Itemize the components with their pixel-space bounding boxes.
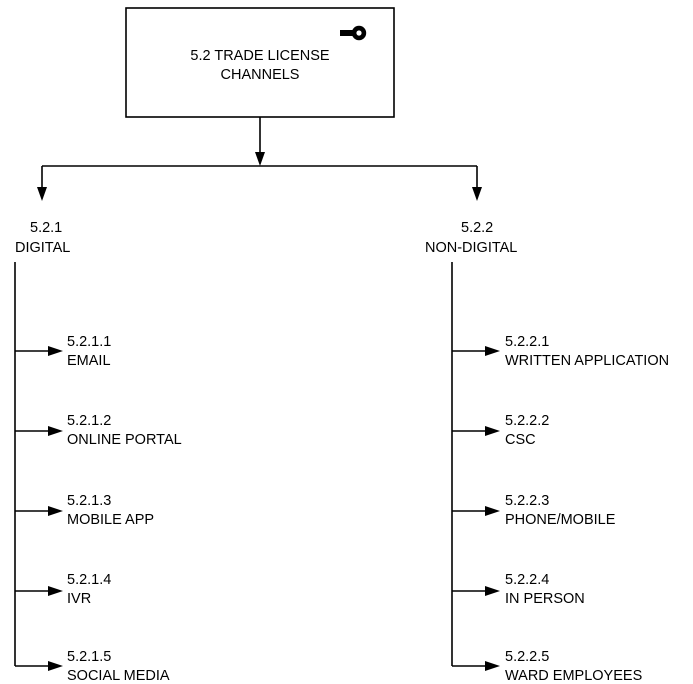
leaf-label: SOCIAL MEDIA <box>67 668 170 684</box>
leaf-non-digital-2: 5.2.2.2 CSC <box>452 413 549 448</box>
leaf-label: EMAIL <box>67 353 111 369</box>
leaf-non-digital-3: 5.2.2.3 PHONE/MOBILE <box>452 493 616 528</box>
leaf-arrowhead <box>48 506 63 516</box>
leaf-code: 5.2.1.3 <box>67 493 111 509</box>
leaf-label: MOBILE APP <box>67 512 154 528</box>
leaf-code: 5.2.1.2 <box>67 413 111 429</box>
leaf-arrowhead <box>48 426 63 436</box>
leaf-label: IVR <box>67 591 91 607</box>
branch-label-non-digital: NON-DIGITAL <box>425 240 517 256</box>
leaf-code: 5.2.2.2 <box>505 413 549 429</box>
leaf-arrowhead <box>48 661 63 671</box>
branch-arrowhead-non-digital <box>472 187 482 201</box>
leaf-label: WRITTEN APPLICATION <box>505 353 669 369</box>
leaf-digital-1: 5.2.1.1 EMAIL <box>15 334 111 369</box>
leaf-label: PHONE/MOBILE <box>505 512 616 528</box>
leaf-label: WARD EMPLOYEES <box>505 668 642 684</box>
branch-code-digital: 5.2.1 <box>30 220 62 236</box>
branch-code-non-digital: 5.2.2 <box>461 220 493 236</box>
leaf-arrowhead <box>485 586 500 596</box>
leaf-arrowhead <box>485 426 500 436</box>
leaf-digital-3: 5.2.1.3 MOBILE APP <box>15 493 154 528</box>
leaf-arrowhead <box>48 346 63 356</box>
key-icon <box>340 25 367 41</box>
leaf-code: 5.2.2.1 <box>505 334 549 350</box>
leaf-code: 5.2.2.4 <box>505 572 549 588</box>
leaf-digital-4: 5.2.1.4 IVR <box>15 572 111 607</box>
leaf-digital-5: 5.2.1.5 SOCIAL MEDIA <box>15 649 170 684</box>
leaf-non-digital-1: 5.2.2.1 WRITTEN APPLICATION <box>452 334 669 369</box>
leaf-code: 5.2.1.1 <box>67 334 111 350</box>
leaf-label: ONLINE PORTAL <box>67 432 182 448</box>
root-node: 5.2 TRADE LICENSE CHANNELS <box>125 7 395 118</box>
leaf-arrowhead <box>485 661 500 671</box>
leaf-label: IN PERSON <box>505 591 585 607</box>
leaf-arrowhead <box>485 506 500 516</box>
leaf-code: 5.2.1.5 <box>67 649 111 665</box>
leaf-code: 5.2.1.4 <box>67 572 111 588</box>
leaf-non-digital-5: 5.2.2.5 WARD EMPLOYEES <box>452 649 642 684</box>
leaf-code: 5.2.2.5 <box>505 649 549 665</box>
leaf-digital-2: 5.2.1.2 ONLINE PORTAL <box>15 413 182 448</box>
leaf-label: CSC <box>505 432 536 448</box>
branch-label-digital: DIGITAL <box>15 240 70 256</box>
leaf-code: 5.2.2.3 <box>505 493 549 509</box>
leaf-arrowhead <box>485 346 500 356</box>
root-title-line1: 5.2 TRADE LICENSE <box>190 48 329 64</box>
branch-arrowhead-digital <box>37 187 47 201</box>
root-title-line2: CHANNELS <box>221 67 300 83</box>
root-box <box>125 7 395 118</box>
root-stem-arrowhead <box>255 152 265 166</box>
leaf-arrowhead <box>48 586 63 596</box>
leaf-non-digital-4: 5.2.2.4 IN PERSON <box>452 572 585 607</box>
